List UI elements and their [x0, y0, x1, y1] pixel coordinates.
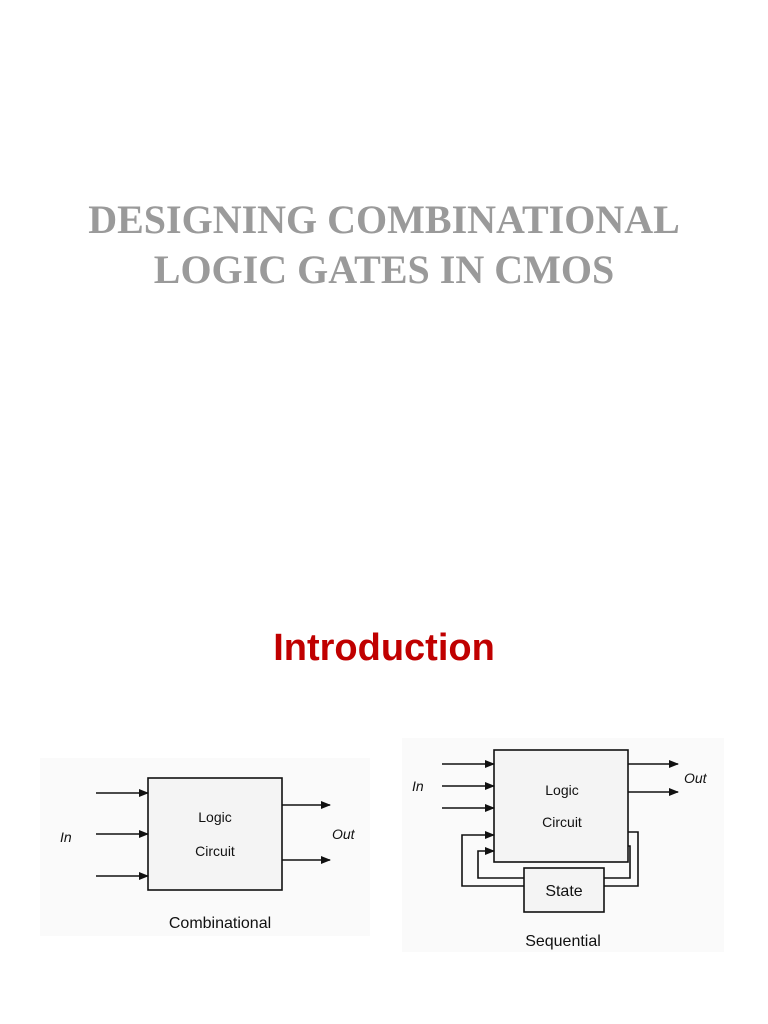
sequential-logic-block [493, 749, 629, 863]
combinational-diagram-svg: Logic Circuit In Out Combinational [60, 777, 356, 932]
combinational-caption: Combinational [169, 915, 271, 932]
slide-title: DESIGNING COMBINATIONAL LOGIC GATES IN C… [0, 195, 768, 295]
sequential-state-block [523, 867, 605, 913]
sequential-input-label: In [412, 778, 424, 794]
combinational-block-label-1: Logic [198, 809, 231, 825]
sequential-output-label: Out [684, 770, 708, 786]
sequential-diagram: Logic Circuit In Out State Sequential [402, 738, 724, 952]
sequential-state-label: State [545, 883, 582, 900]
slide-title-line-1: DESIGNING COMBINATIONAL [88, 197, 680, 242]
slide-title-line-2: LOGIC GATES IN CMOS [153, 247, 615, 292]
sequential-diagram-svg: Logic Circuit In Out State Sequential [412, 749, 708, 950]
sequential-block-label-1: Logic [545, 782, 578, 798]
combinational-logic-block [147, 777, 283, 891]
combinational-block-label-2: Circuit [195, 843, 235, 859]
sequential-block-label-2: Circuit [542, 814, 582, 830]
section-heading: Introduction [273, 627, 495, 669]
combinational-input-label: In [60, 829, 72, 845]
sequential-feedback-inner-loop [477, 846, 631, 879]
combinational-output-label: Out [332, 826, 356, 842]
combinational-diagram: Logic Circuit In Out Combinational [40, 758, 370, 936]
sequential-caption: Sequential [525, 933, 601, 950]
sequential-feedback-outer-loop [461, 832, 639, 887]
